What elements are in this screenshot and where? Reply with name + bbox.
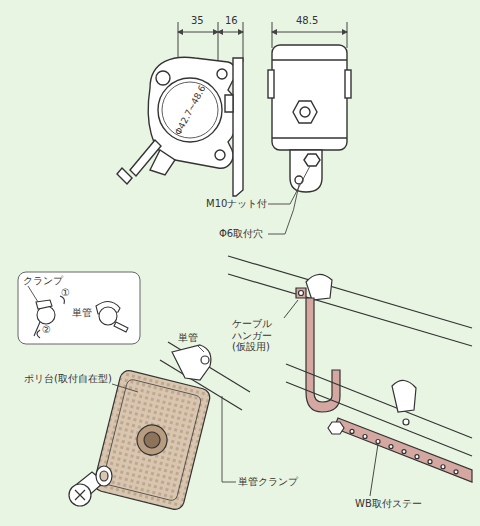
part-name: 単管クランプ bbox=[238, 476, 298, 488]
dimension: 16 bbox=[225, 15, 238, 27]
callout-number: ① bbox=[61, 287, 70, 298]
part-name: ケーブル ハンガー (仮設用) bbox=[232, 318, 282, 353]
part-name: 単管 bbox=[178, 332, 198, 344]
dimension: 48.5 bbox=[296, 15, 318, 27]
part-name: ポリ台(取付自在型) bbox=[24, 373, 112, 385]
part-name: WB取付ステー bbox=[355, 498, 422, 510]
part-note: Φ6取付穴 bbox=[219, 228, 263, 240]
part-note: M10ナット付 bbox=[206, 198, 267, 210]
inset-panel: クランプ①単管 ② bbox=[18, 272, 140, 344]
part-name: 単管 bbox=[72, 306, 92, 320]
part-name: クランプ bbox=[23, 274, 63, 288]
callout-number: ② bbox=[42, 324, 51, 335]
dimension: 35 bbox=[191, 15, 204, 27]
